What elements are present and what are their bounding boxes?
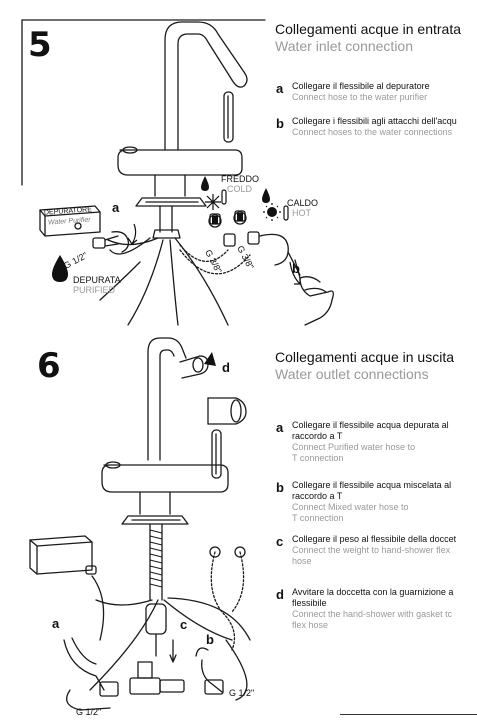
sun-icon	[267, 207, 277, 217]
step6-instruction-a: a Collegare il flessibile acqua depurata…	[276, 420, 477, 464]
freddo-text: FREDDO	[221, 174, 259, 184]
t-connection	[99, 661, 224, 697]
sun-rays-icon	[263, 203, 281, 221]
step6-number: 6	[37, 346, 61, 386]
snowflake-icon	[205, 194, 221, 210]
instruction-text-it: Avvitare la doccetta con la guarnizione …	[292, 587, 454, 597]
step6-faucet	[101, 337, 247, 601]
purifier-box	[39, 205, 101, 237]
thread-left-label: G 1/2"	[76, 707, 102, 717]
instruction-key: a	[276, 81, 284, 96]
caldo-text: CALDO	[287, 198, 319, 208]
instruction-key: b	[276, 116, 284, 131]
thermometer-hot-icon	[283, 205, 289, 221]
instruction-key: a	[276, 420, 284, 435]
depurata-text: DEPURATA	[73, 275, 121, 285]
threaded-shank	[149, 529, 163, 588]
callout-a-step6: a	[52, 616, 60, 631]
cold-text: COLD	[227, 184, 253, 194]
purifier-fitting	[92, 231, 130, 253]
hot-text: HOT	[292, 208, 311, 218]
step6-title: Collegamenti acque in uscita	[275, 349, 454, 365]
instruction-key: d	[276, 587, 284, 602]
instruction-text-it: Collegare i flessibili agli attacchi del…	[292, 116, 457, 126]
freddo-label: FREDDO COLD	[221, 174, 259, 194]
caldo-label: CALDO HOT	[287, 198, 318, 218]
step5-subtitle: Water inlet connection	[275, 38, 413, 54]
step5-title: Collegamenti acque in entrata	[275, 21, 462, 37]
step5-frame	[21, 19, 266, 186]
instruction-text-en: Connect Mixed water hose to	[292, 502, 409, 512]
step6-hands	[63, 637, 223, 693]
angle-valves	[208, 210, 289, 266]
instruction-text-it: Collegare il flessibile al depuratore	[292, 81, 430, 91]
step6-instruction-d: d Avvitare la doccetta con la guarnizion…	[276, 587, 477, 631]
instruction-text-it: Collegare il flessibile acqua miscelata …	[292, 480, 452, 490]
instruction-text-en: Connect the weight to hand-shower flex	[292, 545, 451, 555]
instruction-text-it: raccordo a T	[292, 491, 343, 501]
step5-faucet	[117, 21, 248, 239]
purifier-box-step6	[29, 535, 97, 575]
step5-number: 5	[28, 25, 52, 65]
thread-right-label: G 1/2"	[229, 688, 255, 698]
instruction-text-en: Connect hose to the water purifier	[292, 92, 428, 102]
callout-a-step5: a	[112, 200, 120, 215]
callout-b-step6: b	[206, 632, 214, 647]
instruction-key: b	[276, 480, 284, 495]
instruction-text-it: Collegare il flessibile acqua depurata a…	[292, 420, 449, 430]
instruction-text-en: flex hose	[292, 620, 329, 630]
purified-text: PURIFIED	[73, 285, 116, 295]
step6-instruction-c: c Collegare il peso al flessibile della …	[276, 534, 477, 567]
hose-weight	[145, 603, 177, 663]
callout-d-step6: d	[222, 360, 230, 375]
thermometer-cold-icon	[221, 189, 227, 205]
instruction-key: c	[276, 534, 284, 549]
callout-c-step6: c	[180, 617, 188, 632]
instruction-text-en: Connect the hand-shower with gasket tc	[292, 609, 453, 619]
step6-hoses	[66, 546, 251, 711]
step5-instruction-b: b Collegare i flessibili agli attacchi d…	[276, 116, 477, 138]
callout-b-step5: b	[292, 261, 300, 276]
instruction-text-it: flessibile	[292, 598, 327, 608]
instruction-text-it: raccordo a T	[292, 431, 343, 441]
hot-drop-icon	[262, 188, 270, 203]
step6-subtitle: Water outlet connections	[275, 366, 429, 382]
purified-drop-icon	[52, 255, 68, 282]
instruction-text-en: T connection	[292, 453, 344, 463]
hand-with-wrench	[287, 251, 334, 326]
instruction-text-en: Connect Purified water hose to	[292, 442, 416, 452]
footer-rule	[340, 714, 477, 715]
instruction-text-en: T connection	[292, 513, 344, 523]
depurata-label: DEPURATA PURIFIED	[73, 275, 121, 295]
step5-instruction-a: a Collegare il flessibile al depuratore …	[276, 81, 477, 103]
instruction-text-en: hose	[292, 556, 312, 566]
cold-drop-icon	[201, 176, 209, 191]
instruction-text-en: Connect hoses to the water connections	[292, 127, 453, 137]
step6-instruction-b: b Collegare il flessibile acqua miscelat…	[276, 480, 477, 524]
step5-hoses	[99, 237, 251, 326]
instruction-text-it: Collegare il peso al flessibile della do…	[292, 534, 457, 544]
